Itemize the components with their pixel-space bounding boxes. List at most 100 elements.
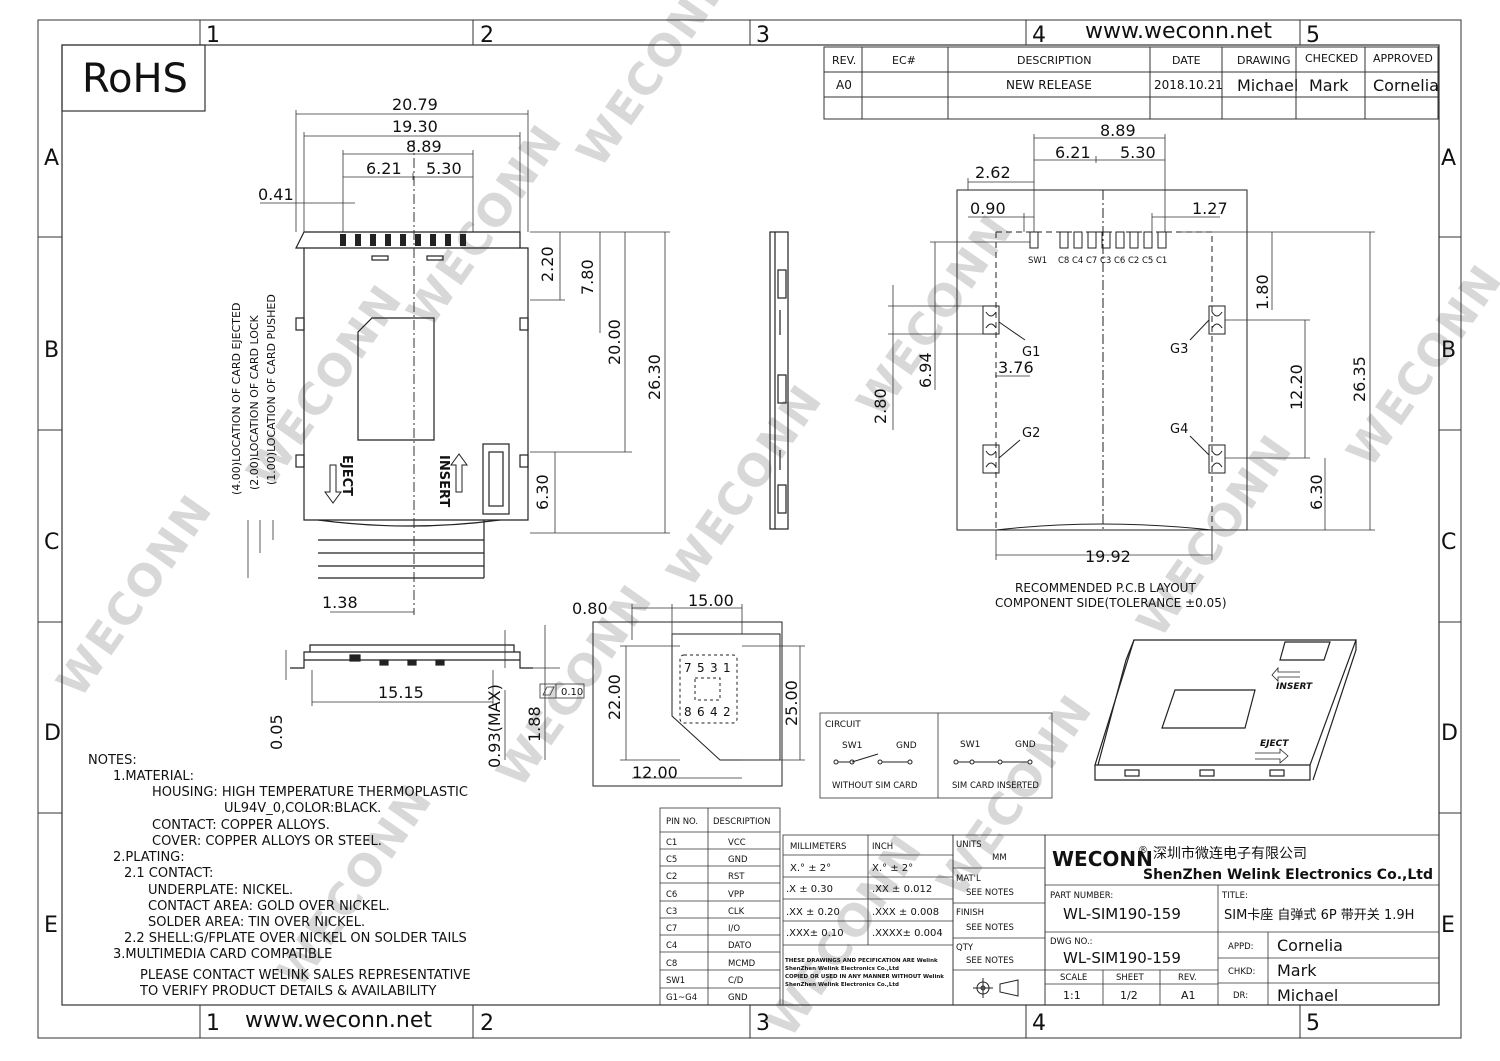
grid-row-c: C — [44, 530, 59, 555]
iso-eject-arrow-icon — [1255, 748, 1289, 764]
rev-header-rev: REV. — [832, 54, 856, 67]
pcb-dim-6-30: 6.30 — [1307, 474, 1326, 510]
switch-node-icon — [833, 759, 839, 765]
scale-value: 1:1 — [1063, 989, 1081, 1002]
note-4: CONTACT: COPPER ALLOYS. — [152, 818, 330, 833]
pin-row-7-no: C8 — [666, 959, 677, 969]
dim-0-93-max: 0.93(MAX) — [485, 684, 504, 768]
dim-7-80: 7.80 — [578, 259, 597, 295]
pcb-dim-6-21: 6.21 — [1055, 143, 1091, 162]
dim-5-30: 5.30 — [426, 159, 462, 178]
grid-row-e: E — [44, 913, 58, 938]
appd-label: APPD: — [1228, 942, 1253, 952]
rev-row-desc: NEW RELEASE — [1006, 78, 1092, 92]
grid-row-b-r: B — [1441, 338, 1456, 363]
pin-row-1-no: C5 — [666, 855, 677, 865]
pad-6: 6 — [697, 705, 705, 719]
g3-label: G3 — [1170, 342, 1188, 357]
rev-value: A1 — [1181, 989, 1196, 1002]
note-3: UL94V_0,COLOR:BLACK. — [224, 801, 381, 816]
pad-3: 3 — [710, 661, 718, 675]
pcb-pin-c1: C1 — [1156, 256, 1167, 266]
title-block: WECONN ® 深圳市微连电子有限公司 ShenZhen Welink Ele… — [1044, 834, 1440, 1006]
sheet-value: 1/2 — [1120, 989, 1138, 1002]
appd-name: Cornelia — [1277, 936, 1343, 955]
sheet-label: SHEET — [1116, 973, 1145, 983]
rev-header-desc: DESCRIPTION — [1017, 54, 1091, 67]
note-2: HOUSING: HIGH TEMPERATURE THERMOPLASTIC — [152, 785, 468, 800]
tol-inch: INCH — [872, 842, 893, 852]
tolerance-table: MILLIMETERS INCH X.° ± 2°X.° ± 2° .X ± 0… — [782, 834, 954, 1006]
revision-table — [823, 46, 1439, 120]
rev-label: REV. — [1178, 973, 1197, 983]
disclaimer-1: ShenZhen Welink Electronics Co.,Ltd — [785, 966, 899, 972]
disclaimer-2: COPIED OR USED IN ANY MANNER WITHOUT Wel… — [785, 974, 944, 980]
grid-col-4-b: 4 — [1032, 1011, 1046, 1036]
grid-row-d-r: D — [1441, 721, 1458, 746]
rev-row-date: 2018.10.21 — [1154, 78, 1223, 92]
spec-matl-value: SEE NOTES — [966, 888, 1014, 898]
dim-6-21: 6.21 — [366, 159, 402, 178]
pin-row-8-desc: C/D — [728, 976, 744, 986]
dim-8-89: 8.89 — [406, 137, 442, 156]
card-pads: 7 5 3 1 8 6 4 2 — [684, 661, 731, 719]
note-13: PLEASE CONTACT WELINK SALES REPRESENTATI… — [140, 968, 471, 983]
grid-row-b: B — [44, 338, 59, 363]
pin-row-9-no: G1~G4 — [666, 993, 697, 1003]
revision-headers: REV. EC# DESCRIPTION DATE DRAWING CHECKE… — [832, 52, 1439, 95]
grid-row-a-r: A — [1441, 146, 1456, 171]
iso-view: INSERT EJECT — [1094, 639, 1357, 781]
tol-in-2: .XXX ± 0.008 — [872, 907, 939, 918]
circuit-sw-2: SW1 — [960, 740, 980, 750]
pin-row-1-desc: GND — [728, 855, 748, 865]
g4-label: G4 — [1170, 422, 1188, 437]
dim-0-80: 0.80 — [572, 599, 608, 618]
pcb-dim-1-27: 1.27 — [1192, 199, 1228, 218]
dr-name: Michael — [1277, 986, 1338, 1005]
pcb-pin-c7: C7 — [1086, 256, 1097, 266]
grid-col-1-b: 1 — [206, 1011, 220, 1036]
watermark-11: WECONN — [927, 685, 1103, 906]
note-0: NOTES: — [88, 753, 137, 768]
dim-20-79: 20.79 — [392, 95, 438, 114]
dim-15-00: 15.00 — [688, 591, 734, 610]
disclaimer-0: THESE DRAWINGS AND PECIFICATION ARE Weli… — [785, 958, 938, 964]
part-number-label: PART NUMBER: — [1050, 891, 1113, 901]
pcb-dim-6-94: 6.94 — [916, 352, 935, 388]
tol-mm: MILLIMETERS — [790, 842, 846, 852]
tol-rows: X.° ± 2°X.° ± 2° .X ± 0.30.XX ± 0.012 .X… — [786, 863, 943, 939]
rev-row-rev: A0 — [836, 78, 852, 92]
dim-0-05: 0.05 — [267, 714, 286, 750]
eject-label: EJECT — [339, 455, 354, 496]
pcb-dim-2-80: 2.80 — [871, 388, 890, 424]
part-title: SIM卡座 自弹式 6P 带开关 1.9H — [1224, 908, 1414, 923]
pin-row-3-no: C6 — [666, 890, 677, 900]
pin-row-2-desc: RST — [728, 872, 745, 882]
loc-ejected: (4.00)LOCATION OF CARD EJECTED — [230, 303, 243, 495]
pin-row-4-no: C3 — [666, 907, 677, 917]
dr-label: DR: — [1233, 991, 1248, 1001]
grid-columns-bottom: 1 2 3 4 5 — [199, 1005, 1320, 1038]
rev-header-drawing: DRAWING — [1237, 54, 1290, 67]
insert-arrow-icon — [450, 453, 468, 493]
pcb-dim-1-80: 1.80 — [1253, 274, 1272, 310]
pcb-pin-c3: C3 — [1100, 256, 1111, 266]
projection-symbol-icon — [973, 978, 1019, 998]
dim-6-30: 6.30 — [533, 474, 552, 510]
grid-col-5-b: 5 — [1306, 1011, 1320, 1036]
dim-20-00: 20.00 — [605, 319, 624, 365]
pcb-pin-labels: SW1 C8 C4 C7 C3 C6 C2 C5 C1 — [1028, 256, 1167, 266]
pin-row-4-desc: CLK — [728, 907, 745, 917]
grid-columns-top: 1 2 3 4 5 — [199, 20, 1320, 48]
rohs-label: RoHS — [82, 56, 188, 102]
company-reg: ® — [1138, 845, 1148, 856]
tol-mm-3: .XXX± 0.10 — [786, 928, 844, 939]
pin-row-0-no: C1 — [666, 838, 677, 848]
grid-col-3-b: 3 — [756, 1011, 770, 1036]
dim-26-30: 26.30 — [645, 354, 664, 400]
pcb-pin-c6: C6 — [1114, 256, 1125, 266]
dim-1-88: 1.88 — [525, 706, 544, 742]
pcb-title-2: COMPONENT SIDE(TOLERANCE ±0.05) — [995, 596, 1227, 610]
pin-row-6-desc: DATO — [728, 941, 752, 951]
